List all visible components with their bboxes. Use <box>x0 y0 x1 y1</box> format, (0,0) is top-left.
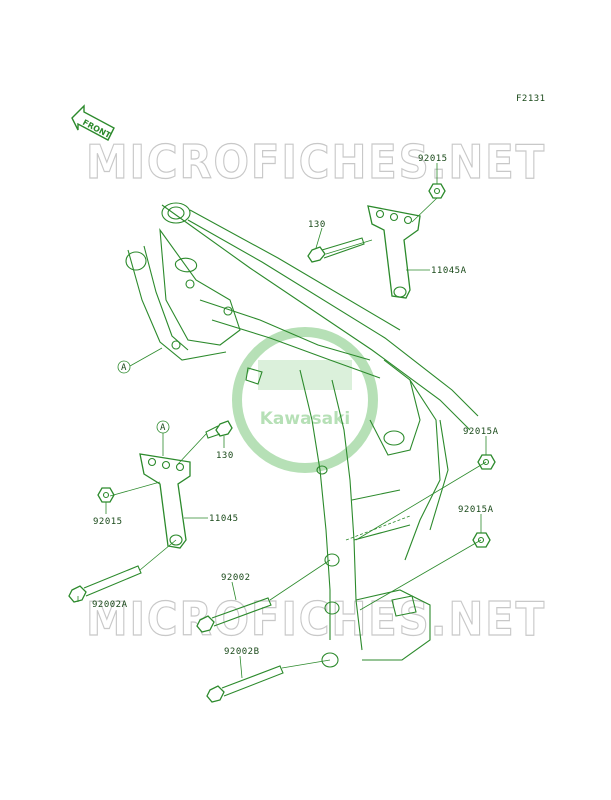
callout-92015-top: 92015 <box>418 154 448 164</box>
callout-92002: 92002 <box>221 573 251 583</box>
callout-130-top: 130 <box>308 220 326 230</box>
watermark-bottom: MICROFICHES.NET <box>86 592 546 646</box>
bolt-130-mid <box>205 420 233 439</box>
kawasaki-logo-text: Kawasaki <box>260 409 351 429</box>
frame <box>125 202 479 668</box>
bracket-11045a <box>367 205 421 299</box>
bolt-130-top <box>307 237 365 263</box>
bracket-11045 <box>139 453 191 549</box>
callout-92002b: 92002B <box>224 647 260 657</box>
kawasaki-logo: Kawasaki <box>232 327 378 473</box>
callout-92015a-top: 92015A <box>463 427 499 437</box>
bolt-92002 <box>196 597 272 633</box>
nut-92015a-mid <box>472 532 491 548</box>
callout-11045: 11045 <box>209 514 239 524</box>
nut-92015a-top <box>477 454 496 470</box>
assembly-lines <box>109 197 487 669</box>
callout-a-bracket: A <box>160 423 166 433</box>
callout-11045a: 11045A <box>431 266 467 276</box>
callout-92015-left: 92015 <box>93 517 123 527</box>
nut-92015-top <box>428 183 446 199</box>
callout-130-mid: 130 <box>216 451 234 461</box>
nut-92015-left <box>97 487 115 503</box>
bolt-92002a <box>68 565 142 603</box>
callouts: A A 130 11045A 92015 130 11045 92015 920… <box>77 154 499 679</box>
callout-92015a-mid: 92015A <box>458 505 494 515</box>
watermark-top: MICROFICHES.NET <box>86 135 546 189</box>
bolt-92002b <box>206 665 284 703</box>
figure-code: F2131 <box>516 94 546 104</box>
callout-92002a: 92002A <box>92 600 128 610</box>
callout-a-frame: A <box>121 363 127 373</box>
